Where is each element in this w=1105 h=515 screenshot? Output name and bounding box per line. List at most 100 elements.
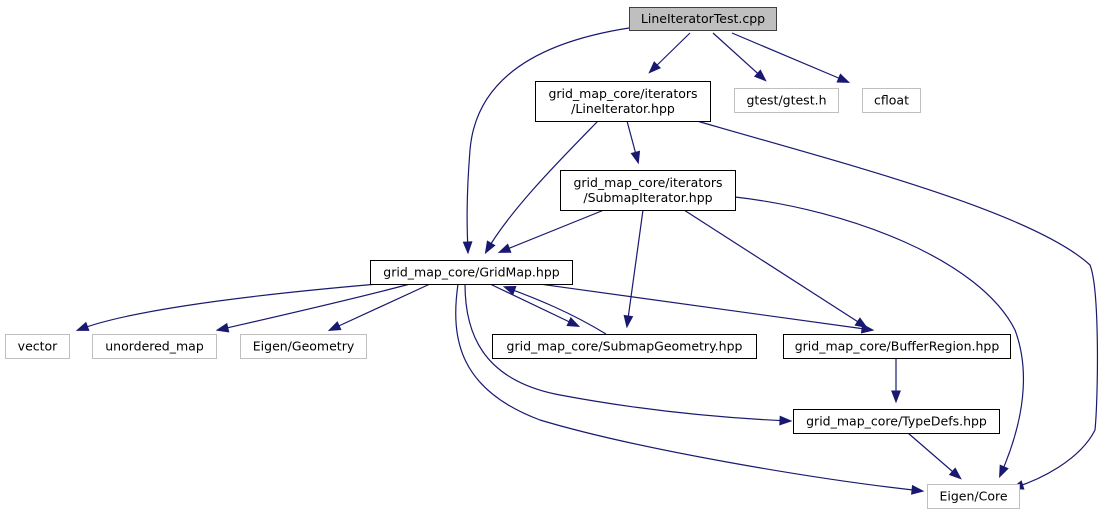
edge-line bbox=[683, 209, 867, 328]
node-label: grid_map_core/GridMap.hpp bbox=[383, 265, 559, 280]
arrowhead-icon bbox=[779, 415, 793, 426]
edge-bufreg-typedefs bbox=[891, 358, 901, 404]
node-label: grid_map_core/BufferRegion.hpp bbox=[795, 339, 1000, 354]
edge-gridmap-umap bbox=[215, 283, 411, 333]
edge-submapiter-submapgeom bbox=[623, 209, 644, 329]
edge-gridmap-ecore bbox=[455, 283, 925, 495]
node-box bbox=[5, 334, 70, 359]
node-box bbox=[560, 170, 736, 211]
edge-line bbox=[77, 283, 379, 331]
node-lineiter[interactable]: grid_map_core/iterators/LineIterator.hpp bbox=[535, 81, 711, 122]
node-root[interactable]: LineIteratorTest.cpp bbox=[629, 7, 777, 31]
edge-lineiter-submapiter bbox=[626, 120, 641, 165]
edge-lineiter-gridmap bbox=[484, 120, 599, 255]
arrowhead-icon bbox=[327, 321, 342, 331]
arrowhead-icon bbox=[630, 150, 641, 165]
node-submapgeom[interactable]: grid_map_core/SubmapGeometry.hpp bbox=[492, 334, 757, 359]
arrowhead-icon bbox=[566, 317, 581, 327]
node-label: LineIteratorTest.cpp bbox=[641, 11, 765, 26]
node-label: cfloat bbox=[874, 93, 909, 108]
arrowhead-icon bbox=[502, 285, 517, 296]
edge-line bbox=[455, 283, 923, 492]
node-box bbox=[629, 7, 777, 31]
node-label: Eigen/Core bbox=[939, 489, 1007, 504]
edge-gridmap-submapgeom bbox=[489, 283, 581, 327]
edge-gridmap-typedefs bbox=[464, 283, 793, 426]
edge-gridmap-vector bbox=[75, 283, 379, 331]
node-box bbox=[370, 260, 573, 285]
edges-layer bbox=[75, 27, 1099, 495]
edge-line bbox=[466, 27, 630, 253]
edge-line bbox=[907, 432, 961, 479]
edge-line bbox=[696, 120, 1099, 489]
node-box bbox=[793, 409, 1000, 434]
edge-line bbox=[329, 283, 431, 331]
arrowhead-icon bbox=[860, 323, 875, 334]
node-ecore: Eigen/Core bbox=[927, 484, 1020, 509]
arrowhead-icon bbox=[891, 390, 901, 404]
edge-line bbox=[464, 283, 791, 422]
arrowhead-icon bbox=[753, 69, 767, 82]
arrowhead-icon bbox=[948, 467, 962, 480]
node-box bbox=[862, 88, 921, 113]
node-label: grid_map_core/iterators bbox=[573, 175, 722, 190]
arrowhead-icon bbox=[497, 243, 512, 253]
edge-submapiter-ecore bbox=[734, 196, 1025, 479]
edge-line bbox=[489, 283, 579, 327]
node-box bbox=[92, 334, 217, 359]
node-label: grid_map_core/SubmapGeometry.hpp bbox=[507, 339, 743, 354]
edge-line bbox=[499, 209, 605, 253]
nodes-layer: LineIteratorTest.cpp grid_map_core/iterat… bbox=[5, 7, 1020, 509]
edge-line bbox=[734, 196, 1025, 477]
edge-gridmap-bufreg bbox=[539, 283, 875, 334]
node-cfloat: cfloat bbox=[862, 88, 921, 113]
node-label: unordered_map bbox=[105, 339, 204, 354]
arrowhead-icon bbox=[462, 241, 473, 255]
edge-root-gtest bbox=[712, 32, 767, 82]
arrowhead-icon bbox=[623, 314, 634, 329]
arrowhead-icon bbox=[75, 321, 90, 331]
edge-line bbox=[539, 283, 873, 331]
arrowhead-icon bbox=[215, 322, 230, 333]
edge-line bbox=[217, 283, 411, 331]
node-gtest: gtest/gtest.h bbox=[734, 88, 839, 113]
node-box bbox=[535, 81, 711, 122]
node-box bbox=[783, 334, 1011, 359]
node-label: gtest/gtest.h bbox=[747, 93, 827, 108]
edge-root-gridmap bbox=[462, 27, 630, 255]
edge-root-cfloat bbox=[731, 32, 851, 83]
edge-line bbox=[712, 32, 766, 81]
node-egeom: Eigen/Geometry bbox=[240, 334, 367, 359]
edge-typedefs-ecore bbox=[907, 432, 962, 480]
edge-submapgeom-gridmap bbox=[502, 285, 607, 335]
edge-line bbox=[485, 120, 599, 253]
node-label: grid_map_core/iterators bbox=[548, 86, 697, 101]
node-gridmap[interactable]: grid_map_core/GridMap.hpp bbox=[370, 260, 573, 285]
node-label: vector bbox=[18, 339, 59, 354]
node-label: /LineIterator.hpp bbox=[571, 101, 675, 116]
edge-root-lineiter bbox=[648, 32, 691, 74]
node-bufreg[interactable]: grid_map_core/BufferRegion.hpp bbox=[783, 334, 1011, 359]
edge-line bbox=[504, 286, 607, 335]
node-umap: unordered_map bbox=[92, 334, 217, 359]
arrowhead-icon bbox=[836, 73, 851, 83]
arrowhead-icon bbox=[911, 484, 925, 495]
node-submapiter[interactable]: grid_map_core/iterators/SubmapIterator.h… bbox=[560, 170, 736, 211]
arrowhead-icon bbox=[648, 61, 661, 74]
node-label: grid_map_core/TypeDefs.hpp bbox=[806, 414, 987, 429]
node-vector: vector bbox=[5, 334, 70, 359]
node-label: /SubmapIterator.hpp bbox=[583, 190, 712, 205]
node-label: Eigen/Geometry bbox=[253, 339, 355, 354]
edge-submapiter-bufreg bbox=[683, 209, 868, 329]
node-box bbox=[492, 334, 757, 359]
node-box bbox=[734, 88, 839, 113]
edge-line bbox=[731, 32, 849, 83]
node-typedefs[interactable]: grid_map_core/TypeDefs.hpp bbox=[793, 409, 1000, 434]
node-box bbox=[240, 334, 367, 359]
node-box bbox=[927, 484, 1020, 509]
arrowhead-icon bbox=[999, 464, 1009, 479]
edge-line bbox=[626, 209, 644, 327]
arrowhead-icon bbox=[484, 240, 496, 255]
edge-submapiter-gridmap bbox=[497, 209, 605, 253]
